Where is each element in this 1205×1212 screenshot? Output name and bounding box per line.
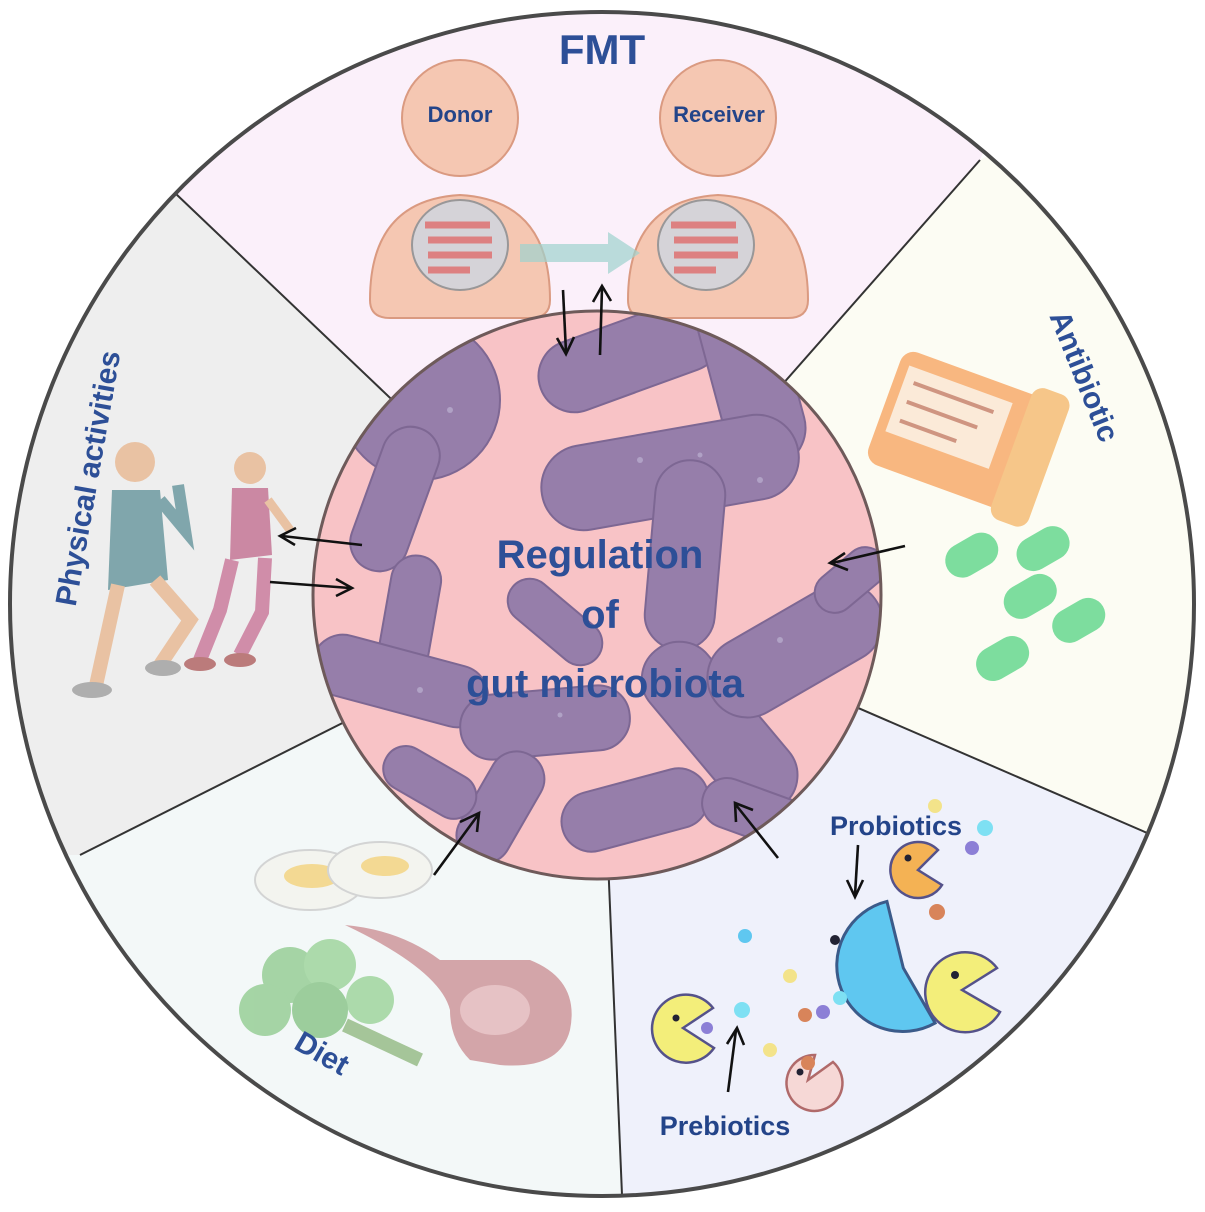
big-probiotic-pacman-icon (830, 899, 938, 1034)
eggs-icon (254, 841, 433, 911)
arrow-up-fmt (591, 283, 613, 356)
arrow-antibiotic (827, 544, 906, 572)
transfer-arrow-icon (520, 232, 640, 274)
runner-man-icon (72, 442, 199, 698)
orange-pacman-icon (889, 840, 944, 900)
center-line-1: Regulation (497, 533, 704, 577)
prebiotic-dots (701, 799, 993, 1070)
yellow-pacman-right-icon (923, 951, 1002, 1034)
fmt-title: FMT (559, 26, 646, 73)
arrow-physical-out (277, 526, 363, 547)
prebiotics-label: Prebiotics (660, 1111, 791, 1141)
arrow-to-prebiotic-dot (725, 1025, 746, 1093)
donor-figure (368, 59, 552, 319)
receiver-figure (626, 59, 810, 319)
arrows (269, 283, 906, 1093)
broccoli-icon (239, 939, 423, 1067)
capsules-icon (945, 526, 1106, 682)
arrow-to-big-probiotic (845, 844, 865, 901)
runner-woman-icon (184, 452, 294, 671)
meat-icon (345, 925, 572, 1066)
probiotics-label: Probiotics (830, 811, 962, 841)
receiver-label: Receiver (673, 102, 765, 127)
pill-bottle-icon (867, 351, 1070, 527)
center-title: Regulation of gut microbiota (466, 533, 745, 706)
arrow-diet (432, 810, 481, 876)
yellow-pacman-left-icon (650, 993, 716, 1064)
bacteria-cluster-icon (313, 311, 881, 879)
center-microbiota-circle (311, 309, 883, 881)
center-line-2: of (581, 593, 619, 637)
center-line-3: gut microbiota (466, 662, 745, 706)
arrow-probiotics (733, 801, 780, 859)
arrow-down-fmt (555, 289, 576, 357)
arrow-physical-in (269, 577, 355, 598)
pink-pacman-icon (785, 1053, 844, 1113)
donor-label: Donor (428, 102, 493, 127)
outer-ring (8, 10, 1196, 1198)
